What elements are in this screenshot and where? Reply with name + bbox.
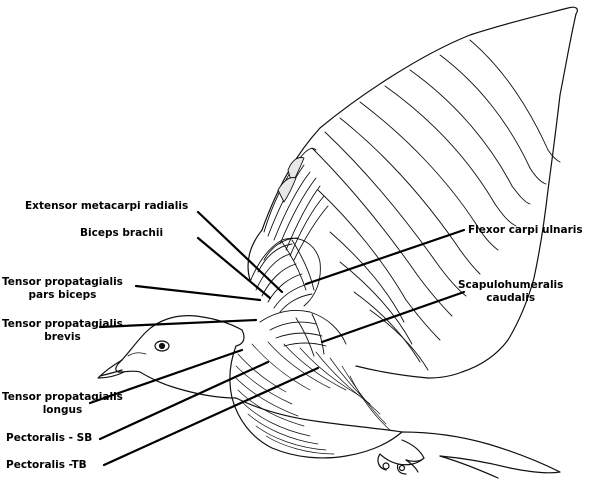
label-scapulohumeralis-caudalis: Scapulohumeralis caudalis — [458, 279, 563, 305]
leader-scapulohumeralis-caudalis — [320, 290, 466, 344]
label-tensor-propatagialis-longus: Tensor propatagialis longus — [2, 391, 123, 417]
label-text-line1: Scapulohumeralis — [458, 279, 564, 291]
wing-outline — [247, 6, 579, 379]
label-flexor-carpi-ulnaris: Flexor carpi ulnaris — [468, 224, 583, 237]
label-text-line2: caudalis — [486, 292, 536, 304]
label-text-line2: longus — [42, 404, 83, 416]
label-extensor-metacarpi-radialis: Extensor metacarpi radialis — [25, 200, 188, 213]
leader-tensor-brevis — [98, 318, 258, 329]
leader-extensor-metacarpi-radialis — [196, 210, 284, 294]
label-text-line1: Tensor propatagialis — [2, 276, 123, 288]
eye — [154, 340, 170, 352]
label-biceps-brachii: Biceps brachii — [80, 227, 163, 240]
cere — [127, 352, 147, 357]
wing-feathers — [311, 39, 561, 371]
leader-pectoralis-tb — [102, 366, 320, 467]
forearm-muscles — [263, 147, 329, 261]
label-tensor-propatagialis-pars-biceps: Tensor propatagialis pars biceps — [2, 276, 123, 302]
label-text-line2: pars biceps — [28, 289, 97, 301]
leader-pectoralis-sb — [98, 360, 270, 441]
leader-lines — [88, 210, 466, 467]
label-pectoralis-sb: Pectoralis - SB — [6, 432, 92, 445]
feet — [377, 439, 425, 475]
label-text-line1: Tensor propatagialis — [2, 318, 123, 330]
leader-tensor-longus — [88, 348, 244, 405]
label-text: Flexor carpi ulnaris — [468, 224, 583, 236]
leader-flexor-carpi-ulnaris — [304, 228, 466, 286]
label-text: Pectoralis -TB — [6, 459, 87, 471]
pectoralis-hatching — [235, 341, 391, 455]
label-text-line2: brevis — [44, 331, 81, 343]
label-tensor-propatagialis-brevis: Tensor propatagialis brevis — [2, 318, 123, 344]
label-pectoralis-tb: Pectoralis -TB — [6, 459, 87, 472]
label-text: Biceps brachii — [80, 227, 164, 239]
label-text: Pectoralis - SB — [6, 432, 93, 444]
leader-tensor-pars-biceps — [134, 284, 262, 302]
shoulder-muscles — [259, 310, 347, 357]
label-text-line1: Tensor propatagialis — [2, 391, 123, 403]
body-outline — [97, 315, 561, 479]
label-text: Extensor metacarpi radialis — [25, 200, 189, 212]
leader-biceps-brachii — [196, 236, 272, 300]
